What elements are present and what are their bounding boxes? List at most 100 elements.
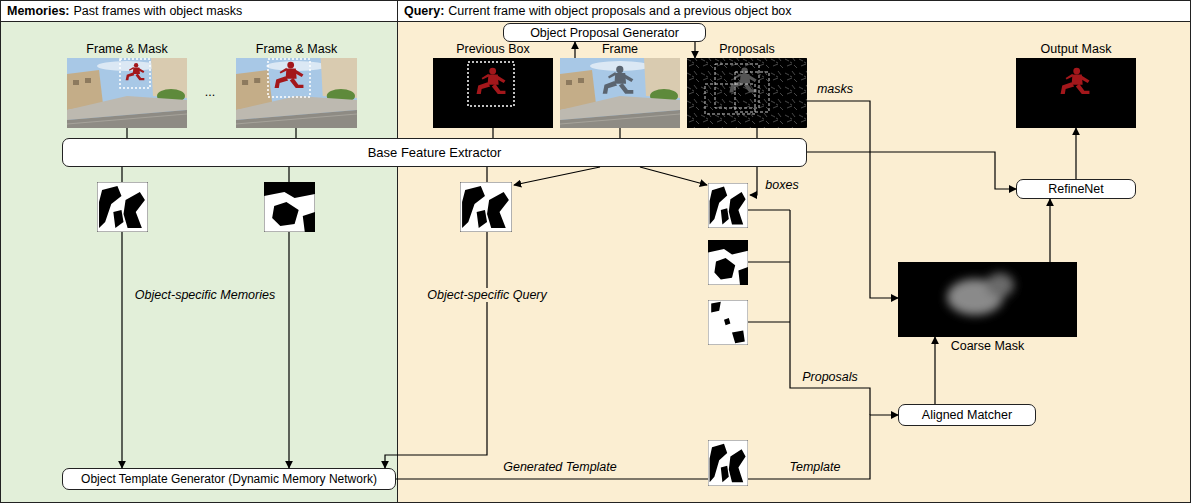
free-label-box: Object-specific Query — [424, 288, 549, 302]
connector — [396, 415, 898, 479]
node-label: Aligned Matcher — [922, 408, 1012, 422]
free-label-box: boxes — [765, 178, 798, 192]
art-part — [729, 68, 756, 93]
annotation: Proposals — [802, 370, 858, 384]
art-part — [468, 62, 514, 106]
art-part — [1061, 68, 1090, 94]
free-label-box: masks — [817, 82, 853, 96]
connector — [807, 101, 898, 298]
feature-arrow — [640, 167, 707, 185]
art-part — [67, 58, 187, 128]
node-label: Frame & Mask — [256, 42, 337, 56]
free-label-box: Template — [790, 460, 841, 474]
art-part — [947, 273, 1014, 315]
node-label: Object Template Generator (Dynamic Memor… — [81, 472, 377, 486]
node-label: Previous Box — [456, 42, 530, 56]
art-part — [120, 59, 150, 88]
image-caption: Coarse Mask — [951, 337, 1025, 353]
node-label: RefineNet — [1048, 182, 1104, 196]
image-caption: Frame — [602, 42, 638, 58]
feature-maps — [97, 182, 748, 486]
node-label: Frame — [602, 42, 638, 56]
art-part — [460, 182, 512, 232]
art-part — [275, 62, 304, 88]
art-part — [708, 300, 748, 345]
art-part — [687, 58, 807, 128]
feature-arrow — [514, 167, 600, 185]
node-label: Frame & Mask — [86, 42, 167, 56]
proposals-image — [687, 58, 807, 128]
connector — [934, 337, 935, 404]
connector — [295, 128, 296, 138]
connector — [1049, 199, 1050, 262]
art-part — [268, 59, 310, 97]
image-caption: Proposals — [719, 42, 775, 58]
memory-frame — [67, 58, 187, 128]
panel-heading: Memories: — [7, 4, 70, 18]
art-part — [986, 273, 1014, 297]
art-part — [477, 68, 506, 94]
art-part — [97, 182, 148, 232]
panel-subheading: Current frame with object proposals and … — [448, 4, 791, 18]
node-label: Proposals — [719, 42, 775, 56]
module-box: Aligned Matcher — [898, 404, 1036, 426]
panel-header: Memories: Past frames with object masks — [1, 1, 397, 22]
connector — [1075, 128, 1076, 179]
module-box: Object Proposal Generator — [503, 23, 706, 42]
free-label-box: Generated Template — [503, 460, 617, 474]
boxes-arrow — [750, 167, 757, 195]
annotation: boxes — [765, 178, 798, 192]
coarse-mask-image — [898, 262, 1077, 337]
art-part — [560, 58, 680, 128]
output-mask-image — [1016, 58, 1136, 128]
node-label: Base Feature Extractor — [368, 145, 502, 160]
art-part — [603, 66, 634, 94]
image-caption: Frame & Mask — [86, 42, 167, 58]
art-part — [264, 182, 315, 232]
connector — [126, 128, 127, 138]
module-box: RefineNet — [1016, 179, 1136, 199]
annotation: ... — [205, 85, 215, 99]
art-part — [126, 63, 145, 80]
connector — [574, 42, 575, 58]
art-part — [735, 72, 769, 112]
connector — [492, 128, 493, 138]
art-part — [715, 64, 759, 108]
annotation: Generated Template — [503, 460, 617, 474]
art-part — [708, 240, 748, 285]
panel-heading: Query: — [404, 4, 444, 18]
node-label: Coarse Mask — [951, 339, 1025, 353]
image-caption: Previous Box — [456, 42, 530, 58]
free-label-box: Proposals — [802, 370, 858, 384]
decor-lines — [514, 167, 870, 415]
image-caption: Output Mask — [1041, 42, 1112, 58]
art-part — [236, 58, 357, 128]
memory-frame — [236, 58, 357, 128]
panel-subheading: Past frames with object masks — [74, 4, 243, 18]
annotation: Object-specific Memories — [135, 288, 275, 302]
connector — [694, 42, 695, 58]
node-label: Object Proposal Generator — [530, 26, 679, 40]
annotation: Template — [790, 460, 841, 474]
module-box: Object Template Generator (Dynamic Memor… — [62, 468, 396, 490]
annotation: masks — [817, 82, 853, 96]
art-part — [1016, 58, 1136, 128]
image-caption: Frame & Mask — [256, 42, 337, 58]
connector — [619, 128, 620, 138]
node-label: Output Mask — [1041, 42, 1112, 56]
panel-header: Query: Current frame with object proposal… — [398, 1, 1190, 22]
free-label-box: ... — [205, 85, 215, 99]
proposal-bracket — [748, 210, 870, 415]
frame-image — [560, 58, 680, 128]
art-part — [433, 58, 553, 128]
annotation: Object-specific Query — [424, 288, 549, 302]
connector — [756, 128, 757, 138]
free-label-box: Object-specific Memories — [135, 288, 275, 302]
previous-box-image — [433, 58, 553, 128]
connector — [807, 152, 1016, 189]
art-part — [898, 262, 1077, 337]
art-part — [708, 440, 748, 486]
art-part — [708, 183, 748, 228]
